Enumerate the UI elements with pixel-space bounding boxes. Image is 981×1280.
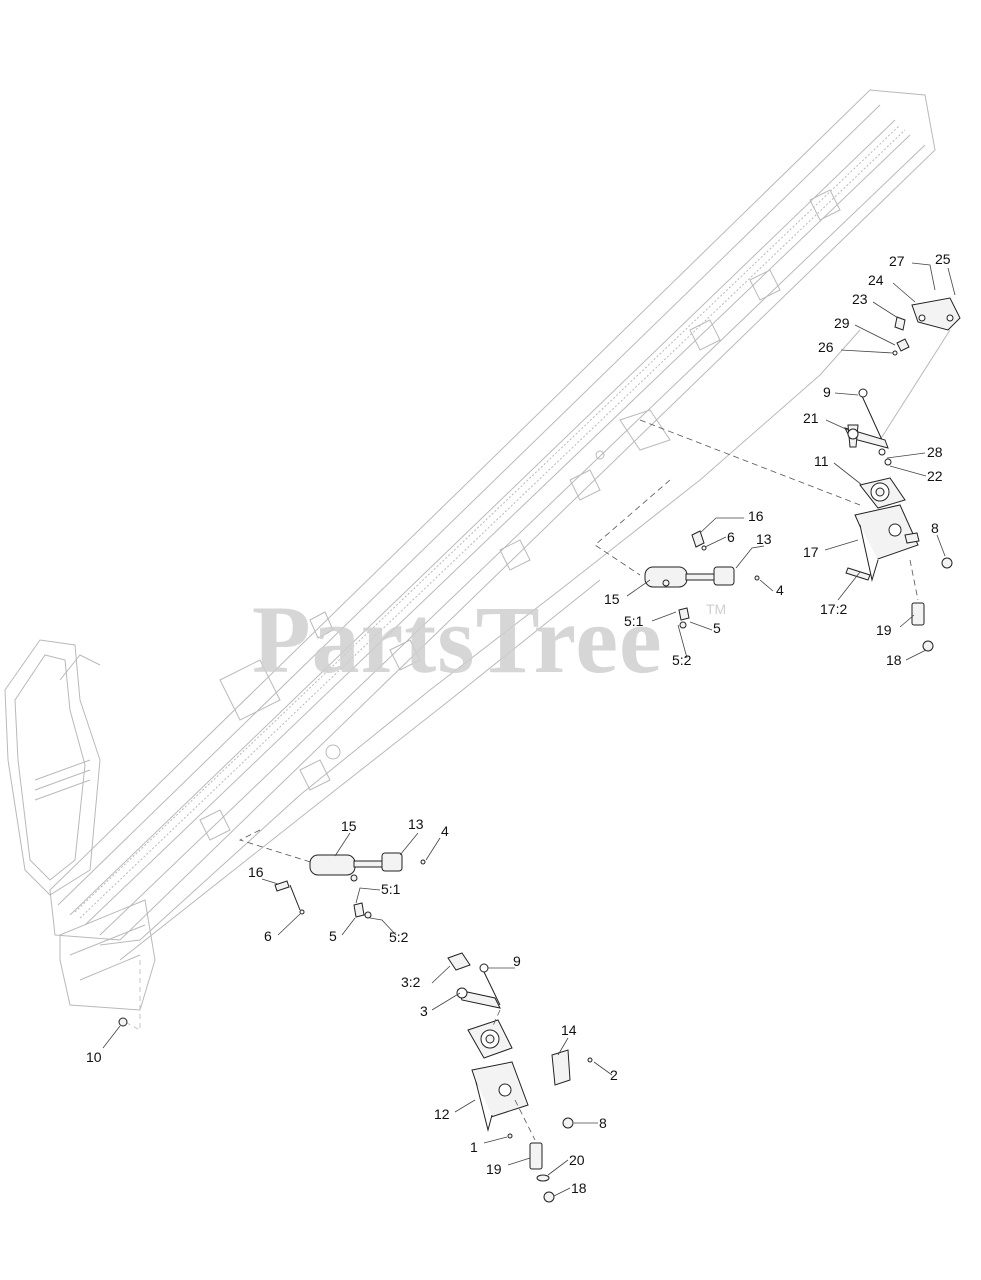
callout-21: 21: [803, 410, 819, 426]
lower-cylinder-assembly: [238, 829, 426, 919]
callout-2: 2: [610, 1067, 618, 1083]
callout-28: 28: [927, 444, 943, 460]
callout-8-lower: 8: [599, 1115, 607, 1131]
callout-25: 25: [935, 251, 951, 267]
callout-12: 12: [434, 1106, 450, 1122]
callout-18-lower: 18: [571, 1180, 587, 1196]
middle-cylinder-assembly: [594, 479, 760, 629]
callout-labels: 27 25 24 23 29 26 9 21 28 22 11 8 17 17:…: [86, 251, 951, 1196]
callout-17-2: 17:2: [820, 601, 847, 617]
callout-5-2-middle: 5:2: [672, 652, 692, 668]
callout-16-middle: 16: [748, 508, 764, 524]
bottom-assembly: [118, 952, 593, 1203]
callout-5-1-lower: 5:1: [381, 881, 401, 897]
callout-15-middle: 15: [604, 591, 620, 607]
callout-8-upper: 8: [931, 520, 939, 536]
callout-22: 22: [927, 468, 943, 484]
callout-29: 29: [834, 315, 850, 331]
callout-4-middle: 4: [776, 582, 784, 598]
callout-11: 11: [814, 453, 829, 469]
callout-26: 26: [818, 339, 834, 355]
callout-5-1-middle: 5:1: [624, 613, 644, 629]
partstree-watermark: PartsTree: [252, 586, 663, 693]
callout-6-lower: 6: [264, 928, 272, 944]
callout-13-middle: 13: [756, 531, 772, 547]
callout-17: 17: [803, 544, 819, 560]
callout-19-upper: 19: [876, 622, 892, 638]
callout-15-lower: 15: [341, 818, 357, 834]
callout-4-lower: 4: [441, 823, 449, 839]
callout-20: 20: [569, 1152, 585, 1168]
callout-19-lower: 19: [486, 1161, 502, 1177]
callout-13-lower: 13: [408, 816, 424, 832]
callout-5-middle: 5: [713, 620, 721, 636]
callout-24: 24: [868, 272, 884, 288]
callout-5-2-lower: 5:2: [389, 929, 409, 945]
callout-27: 27: [889, 253, 905, 269]
callout-1: 1: [470, 1139, 478, 1155]
callout-3: 3: [420, 1003, 428, 1019]
callout-14: 14: [561, 1022, 577, 1038]
callout-3-2: 3:2: [401, 974, 421, 990]
callout-6-middle: 6: [727, 529, 735, 545]
callout-23: 23: [852, 291, 868, 307]
upper-right-assembly: [639, 297, 961, 652]
callout-10: 10: [86, 1049, 102, 1065]
frame-beam: [4, 89, 936, 1031]
callout-18-upper: 18: [886, 652, 902, 668]
trademark-mark: TM: [706, 601, 726, 617]
callout-9-lower: 9: [513, 953, 521, 969]
leader-lines: [102, 262, 956, 1197]
callout-16-lower: 16: [248, 864, 264, 880]
callout-5-lower: 5: [329, 928, 337, 944]
callout-9-upper: 9: [823, 384, 831, 400]
